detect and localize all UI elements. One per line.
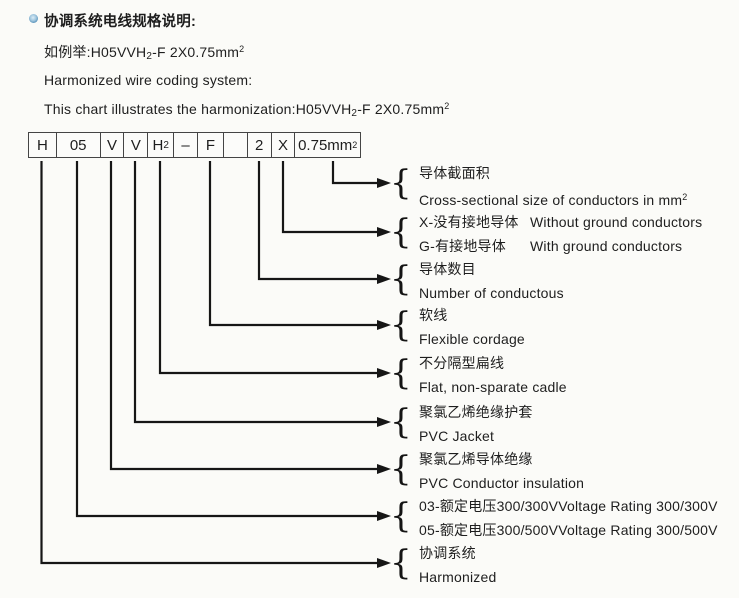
arrowhead-icon: [377, 417, 391, 427]
connector-line-2: [257, 161, 377, 281]
legend-zh: 软线: [419, 307, 448, 323]
page-title: 协调系统电线规格说明:: [44, 14, 197, 30]
connector-line-x: [281, 161, 377, 234]
code-cell-empty: [222, 133, 247, 157]
brace-icon: {: [390, 543, 412, 583]
legend-row-voltage: { 03-额定电压300/300VVoltage Rating 300/300V…: [390, 494, 737, 544]
legend-zh: X-没有接地导体: [419, 214, 519, 230]
legend-zh: 05-额定电压300/500V: [419, 522, 559, 538]
legend-zh: 协调系统: [419, 545, 476, 561]
arrowhead-icon: [377, 464, 391, 474]
connector-line-h: [40, 161, 377, 565]
legend-zh: 不分隔型扁线: [419, 355, 505, 371]
legend-en: Without ground conductors: [530, 214, 703, 230]
legend-line-with-ground: G-有接地导体 With ground conductors: [419, 234, 737, 258]
connector-line-v1: [109, 161, 377, 471]
legend-en: PVC Jacket: [419, 428, 495, 444]
code-cell-v2: V: [123, 133, 147, 157]
code-cell-dash: –: [173, 133, 197, 157]
code-cell-x: X: [270, 133, 295, 157]
example-mid: -F 2X0.75mm: [152, 44, 240, 60]
legend-zh: 导体数目: [419, 261, 476, 277]
code-cell-h: H: [36, 136, 48, 154]
legend-row-cross-section: { 导体截面积 Cross-sectional size of conducto…: [390, 161, 737, 212]
legend-line-voltage-500: 05-额定电压300/500VVoltage Rating 300/500V: [419, 518, 737, 542]
arrowhead-icon: [377, 227, 391, 237]
legend-en: Cross-sectional size of conductors in mm…: [419, 185, 737, 212]
arrowhead-icon: [377, 274, 391, 284]
code-cell-h2-main: H: [152, 136, 164, 154]
legend-zh: 聚氯乙烯导体绝缘: [419, 451, 533, 467]
brace-icon: {: [390, 259, 412, 299]
brace-icon: {: [390, 353, 412, 393]
legend-en: Voltage Rating 300/300V: [558, 498, 718, 514]
legend-en-pre: Cross-sectional size of conductors in mm: [419, 192, 683, 208]
subtitle-line: Harmonized wire coding system:: [44, 72, 253, 88]
legend-en: With ground conductors: [530, 238, 683, 254]
connector-line-h2: [158, 161, 377, 375]
legend-zh: 聚氯乙烯绝缘护套: [419, 404, 533, 420]
brace-icon: {: [390, 305, 412, 345]
code-cell-v1: V: [99, 133, 124, 157]
brace-icon: {: [390, 449, 412, 489]
brace-icon: {: [390, 163, 412, 203]
arrowhead-icon: [377, 368, 391, 378]
legend-row-flat: { 不分隔型扁线 Flat, non-sparate cadle: [390, 351, 737, 401]
legend-row-conductor-count: { 导体数目 Number of conductous: [390, 257, 737, 307]
connector-line-f: [208, 161, 377, 327]
legend-en: Voltage Rating 300/500V: [558, 522, 718, 538]
connector-line-size: [331, 161, 377, 185]
legend-en: PVC Conductor insulation: [419, 475, 585, 491]
brace-icon: {: [390, 212, 412, 252]
legend-en: Flexible cordage: [419, 331, 525, 347]
legend-row-ground: { X-没有接地导体 Without ground conductors G-有接…: [390, 210, 737, 260]
legend-row-harmonized: { 协调系统 Harmonized: [390, 541, 737, 591]
code-cell-05: 05: [55, 133, 100, 157]
chart-intro-pre: This chart illustrates the harmonization…: [44, 101, 352, 117]
legend-zh: G-有接地导体: [419, 238, 506, 254]
code-cell-size-main: 0.75mm: [298, 136, 353, 154]
circle-bullet-icon: [29, 14, 38, 23]
legend-line-voltage-300: 03-额定电压300/300VVoltage Rating 300/300V: [419, 494, 737, 518]
example-superscript: 2: [239, 44, 245, 54]
legend-zh: 03-额定电压300/300V: [419, 498, 559, 514]
arrowhead-icon: [377, 511, 391, 521]
chart-intro-mid: -F 2X0.75mm: [357, 101, 445, 117]
legend-row-pvc-jacket: { 聚氯乙烯绝缘护套 PVC Jacket: [390, 400, 737, 450]
code-cell-h2-sub: 2: [163, 139, 169, 151]
example-subscript: 2: [146, 51, 153, 62]
legend-zh: 导体截面积: [419, 165, 490, 181]
chart-intro-subscript: 2: [351, 108, 358, 119]
code-cell-2: 2: [246, 133, 271, 157]
legend-en: Flat, non-sparate cadle: [419, 379, 567, 395]
legend-row-flexible: { 软线 Flexible cordage: [390, 303, 737, 353]
code-cell-f: F: [196, 133, 223, 157]
legend-en-sup: 2: [682, 192, 688, 202]
legend-en: Harmonized: [419, 569, 497, 585]
connector-line-v2: [133, 161, 377, 424]
connector-line-05: [75, 161, 377, 518]
code-cell-size-sup: 2: [352, 140, 358, 150]
example-line: 如例举:H05VVH2-F 2X0.75mm2: [44, 42, 244, 62]
arrowhead-icon: [377, 558, 391, 568]
legend-en: Number of conductous: [419, 285, 564, 301]
legend-row-pvc-insulation: { 聚氯乙烯导体绝缘 PVC Conductor insulation: [390, 447, 737, 497]
example-pre: 如例举:H05VVH: [44, 44, 147, 60]
chart-intro-line: This chart illustrates the harmonization…: [44, 101, 449, 119]
brace-icon: {: [390, 496, 412, 536]
legend-line-without-ground: X-没有接地导体 Without ground conductors: [419, 210, 737, 234]
chart-intro-superscript: 2: [444, 101, 450, 111]
brace-icon: {: [390, 402, 412, 442]
arrowhead-icon: [377, 178, 391, 188]
arrowhead-icon: [377, 320, 391, 330]
